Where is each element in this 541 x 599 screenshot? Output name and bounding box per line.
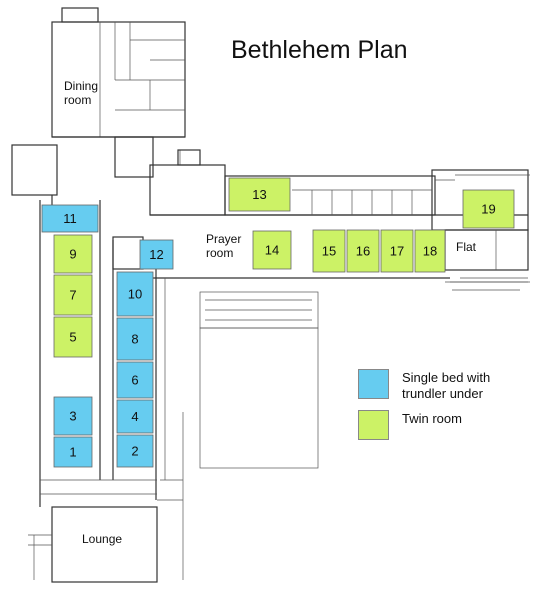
room-17-fill: [380, 229, 414, 273]
room-10: 10: [116, 271, 154, 317]
room-3-label: 3: [69, 408, 76, 423]
legend-label-twin: Twin room: [402, 411, 462, 426]
area-label-dining-line-2: room: [64, 93, 91, 107]
room-14-label: 14: [265, 242, 279, 257]
room-3-fill: [53, 396, 93, 436]
room-19: 19: [462, 189, 515, 229]
room-11-label: 11: [63, 211, 77, 226]
legend-item-twin: Twin room: [358, 410, 462, 440]
area-label-lounge: Lounge: [82, 532, 122, 546]
room-6-fill: [116, 361, 154, 399]
room-16-label: 16: [356, 243, 370, 258]
plan-title: Bethlehem Plan: [231, 36, 408, 64]
room-5-fill: [53, 316, 93, 358]
area-label-prayer-line-1: Prayer: [206, 232, 241, 246]
room-5-label: 5: [69, 329, 76, 344]
room-1-label: 1: [69, 444, 76, 459]
room-8: 8: [116, 317, 154, 361]
room-9-label: 9: [69, 246, 76, 261]
room-18: 18: [414, 229, 446, 273]
room-16: 16: [346, 229, 380, 273]
room-10-fill: [116, 271, 154, 317]
room-15-fill: [312, 229, 346, 273]
room-14-fill: [252, 230, 292, 270]
legend-label-single: Single bed with trundler under: [402, 370, 491, 401]
area-label-prayer-line-2: room: [206, 246, 233, 260]
room-2-label: 2: [131, 443, 138, 458]
legend-swatch-single: [358, 369, 389, 399]
room-1-fill: [53, 436, 93, 468]
room-4-label: 4: [131, 409, 138, 424]
room-16-fill: [346, 229, 380, 273]
room-4: 4: [116, 399, 154, 434]
room-5: 5: [53, 316, 93, 358]
room-11: 11: [41, 204, 99, 233]
room-14: 14: [252, 230, 292, 270]
room-9: 9: [53, 234, 93, 274]
room-7-label: 7: [69, 287, 76, 302]
rooms-layer: 11 9 7 5 3 1 12 10 8 6 4 2 13 14 15 16 17 18 19: [41, 177, 515, 468]
room-18-fill: [414, 229, 446, 273]
area-label-dining-line-1: Dining: [64, 79, 98, 93]
room-10-label: 10: [128, 286, 142, 301]
room-19-label: 19: [481, 201, 495, 216]
room-7-fill: [53, 274, 93, 316]
room-7: 7: [53, 274, 93, 316]
room-18-label: 18: [423, 243, 437, 258]
room-17-label: 17: [390, 243, 404, 258]
room-11-fill: [41, 204, 99, 233]
legend-swatch-twin: [358, 410, 389, 440]
room-8-label: 8: [131, 331, 138, 346]
room-6: 6: [116, 361, 154, 399]
room-13-label: 13: [252, 187, 266, 202]
room-13-fill: [228, 177, 291, 212]
room-9-fill: [53, 234, 93, 274]
room-17: 17: [380, 229, 414, 273]
room-4-fill: [116, 399, 154, 434]
room-6-label: 6: [131, 372, 138, 387]
room-15-label: 15: [322, 243, 336, 258]
room-19-fill: [462, 189, 515, 229]
area-label-flat: Flat: [456, 240, 477, 254]
room-8-fill: [116, 317, 154, 361]
room-1: 1: [53, 436, 93, 468]
legend-item-single: Single bed with trundler under: [358, 369, 490, 402]
room-12: 12: [139, 239, 174, 270]
room-2: 2: [116, 434, 154, 468]
room-3: 3: [53, 396, 93, 436]
room-13: 13: [228, 177, 291, 212]
room-15: 15: [312, 229, 346, 273]
room-12-fill: [139, 239, 174, 270]
room-2-fill: [116, 434, 154, 468]
room-12-label: 12: [149, 247, 163, 262]
